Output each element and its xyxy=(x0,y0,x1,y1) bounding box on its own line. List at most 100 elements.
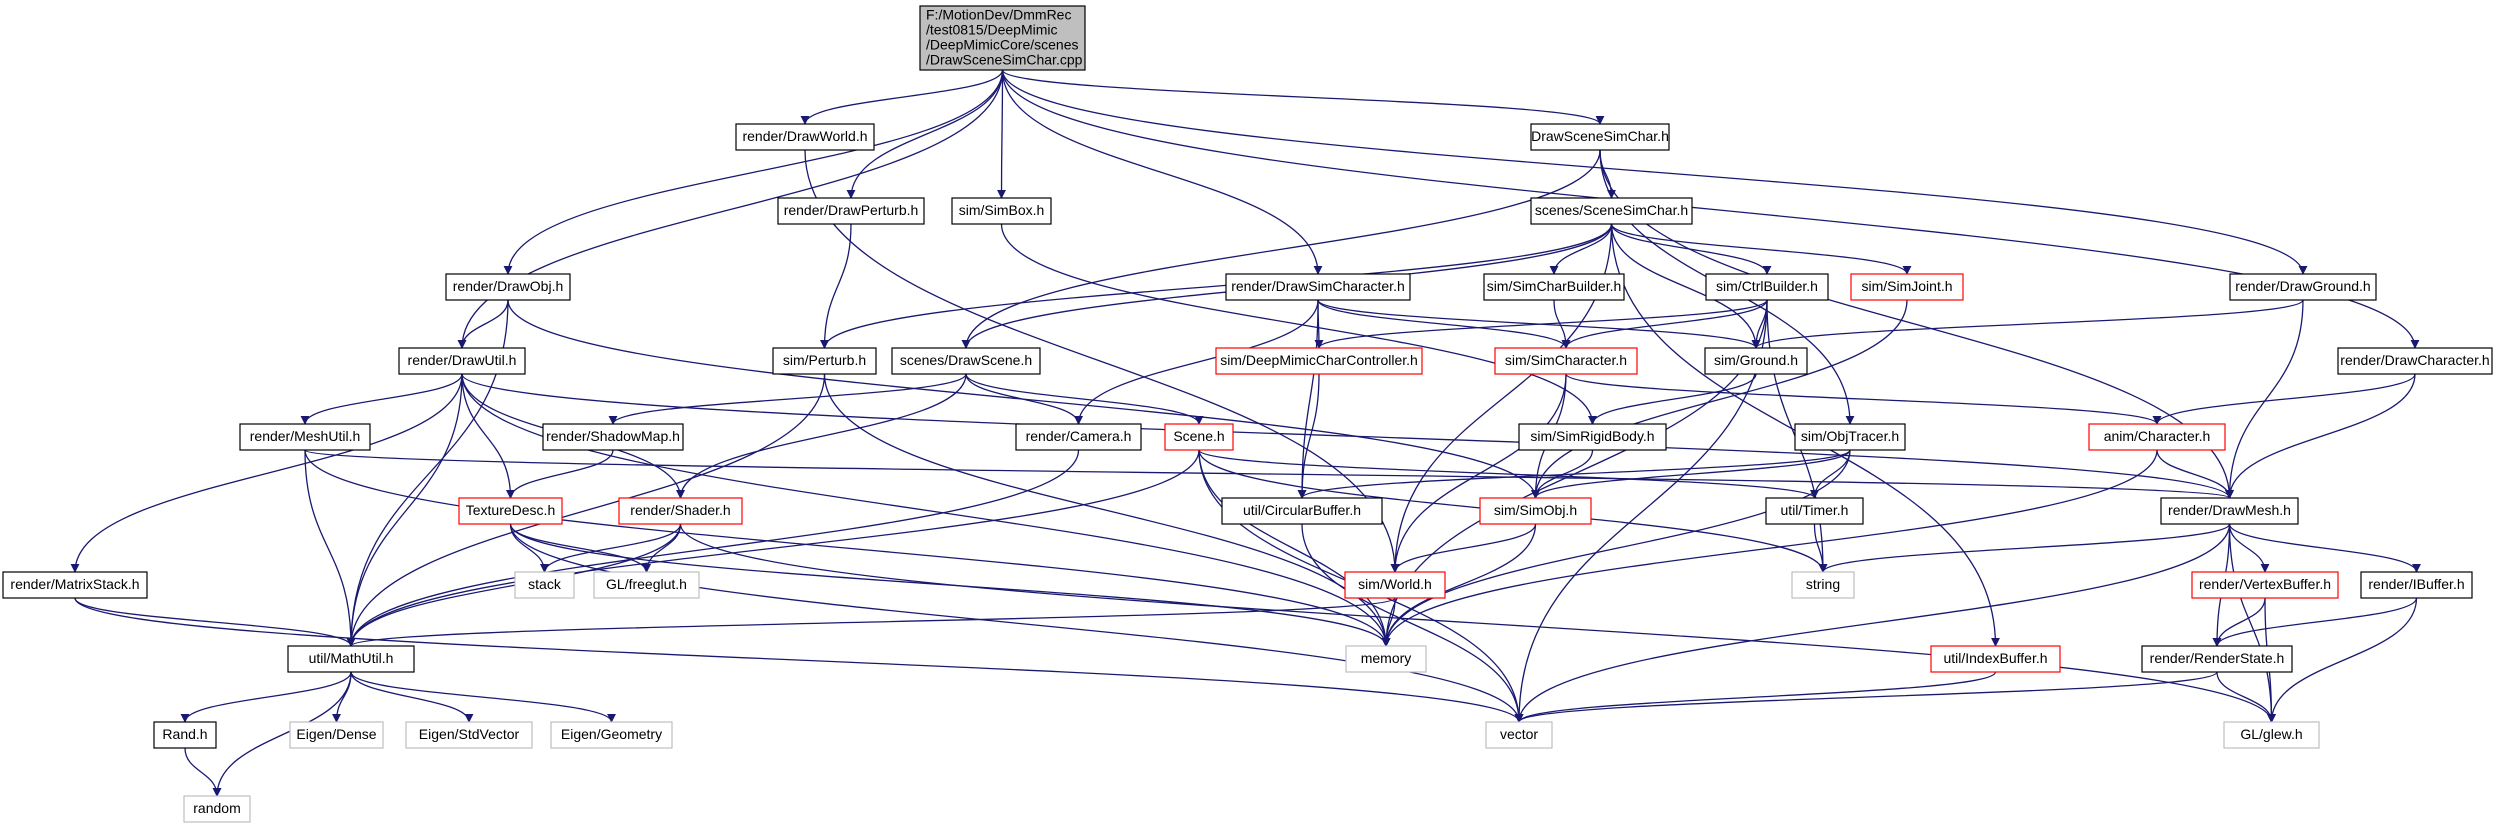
node-box xyxy=(2088,423,2226,451)
node-render-drawsimcharacter[interactable]: render/DrawSimCharacter.h xyxy=(1225,273,1411,301)
node-sim-objtracer[interactable]: sim/ObjTracer.h xyxy=(1794,423,1906,451)
node-box xyxy=(593,571,700,599)
node-label: render/MeshUtil.h xyxy=(250,428,361,444)
node-texturedesc[interactable]: TextureDesc.h xyxy=(458,497,563,525)
node-sim-ctrlbuilder[interactable]: sim/CtrlBuilder.h xyxy=(1705,273,1829,301)
node-label: scenes/DrawScene.h xyxy=(900,352,1032,368)
node-box xyxy=(514,571,575,599)
node-box xyxy=(2,571,148,599)
node-util-indexbuffer[interactable]: util/IndexBuffer.h xyxy=(1930,645,2061,673)
node-render-drawobj[interactable]: render/DrawObj.h xyxy=(445,273,571,301)
node-render-shader[interactable]: render/Shader.h xyxy=(618,497,743,525)
node-render-camera[interactable]: render/Camera.h xyxy=(1015,423,1142,451)
edge-drawscenesimchar_h-to-scenes_drawscene xyxy=(961,149,1601,349)
node-label: render/DrawObj.h xyxy=(453,278,564,294)
edge-sim_ground-to-sim_simrigidbody xyxy=(1588,373,1757,425)
edge-scenes_scenesimchar-to-sim_perturb xyxy=(820,223,1613,349)
node-sim-simrigidbody[interactable]: sim/SimRigidBody.h xyxy=(1518,423,1667,451)
node-util-circularbuffer[interactable]: util/CircularBuffer.h xyxy=(1221,497,1383,525)
edge-scenes_scenesimchar-to-sim_ctrlbuilder xyxy=(1610,223,1772,275)
node-drawscenesimchar-h[interactable]: DrawSceneSimChar.h xyxy=(1530,123,1670,151)
node-render-meshutil[interactable]: render/MeshUtil.h xyxy=(239,423,371,451)
node-sim-simcharbuilder[interactable]: sim/SimCharBuilder.h xyxy=(1483,273,1625,301)
edge-render_drawsimcharacter-to-render_camera xyxy=(1074,299,1319,425)
edge-render_ibuffer-to-render_renderstate xyxy=(2212,597,2418,647)
node-sim-simcharacter[interactable]: sim/SimCharacter.h xyxy=(1494,347,1638,375)
node-sim-simjoint[interactable]: sim/SimJoint.h xyxy=(1850,273,1964,301)
node-label: Scene.h xyxy=(1173,428,1224,444)
edge-render_renderstate-to-vector xyxy=(1514,671,2218,723)
edge-render_drawsimcharacter-to-sim_simcharacter xyxy=(1317,299,1571,349)
node-render-shadowmap[interactable]: render/ShadowMap.h xyxy=(542,423,684,451)
node-sim-perturb[interactable]: sim/Perturb.h xyxy=(772,347,877,375)
edge-render_drawperturb-to-sim_perturb xyxy=(820,223,852,349)
node-sim-deepmimiccharcontroller[interactable]: sim/DeepMimicCharController.h xyxy=(1215,347,1423,375)
node-box xyxy=(891,347,1041,375)
node-scenes-drawscene[interactable]: scenes/DrawScene.h xyxy=(891,347,1041,375)
node-util-mathutil[interactable]: util/MathUtil.h xyxy=(287,645,415,673)
edge-render_meshutil-to-render_drawmesh xyxy=(304,449,2234,499)
edge-render_drawground-to-sim_ground xyxy=(1751,299,2304,349)
node-label: render/DrawWorld.h xyxy=(742,128,867,144)
edge-util_mathutil-to-eigen_dense xyxy=(332,671,352,723)
node-box xyxy=(1344,571,1446,599)
node-render-drawperturb[interactable]: render/DrawPerturb.h xyxy=(777,197,925,225)
node-rand-h[interactable]: Rand.h xyxy=(153,721,217,749)
node-label: sim/SimCharBuilder.h xyxy=(1487,278,1622,294)
node-label: sim/Perturb.h xyxy=(783,352,866,368)
edge-root-to-sim_simbox xyxy=(997,69,1007,199)
node-box xyxy=(1850,273,1964,301)
edge-sim_simcharacter-to-anim_character xyxy=(1565,373,2162,425)
node-box xyxy=(1930,645,2061,673)
node-string: string xyxy=(1791,571,1855,599)
node-label: scenes/SceneSimChar.h xyxy=(1535,202,1688,218)
node-scenes-scenesimchar[interactable]: scenes/SceneSimChar.h xyxy=(1530,197,1693,225)
node-box xyxy=(1225,273,1411,301)
node-util-timer[interactable]: util/Timer.h xyxy=(1765,497,1864,525)
edge-sim_world-to-util_mathutil xyxy=(346,597,1396,647)
node-label: /DeepMimicCore/scenes xyxy=(926,37,1079,53)
node-anim-character[interactable]: anim/Character.h xyxy=(2088,423,2226,451)
node-box xyxy=(1015,423,1142,451)
node-render-drawground[interactable]: render/DrawGround.h xyxy=(2229,273,2377,301)
node-label: Eigen/StdVector xyxy=(419,726,520,742)
node-render-vertexbuffer[interactable]: render/VertexBuffer.h xyxy=(2191,571,2339,599)
node-render-matrixstack[interactable]: render/MatrixStack.h xyxy=(2,571,148,599)
node-scene-h[interactable]: Scene.h xyxy=(1164,423,1234,451)
node-label: /test0815/DeepMimic xyxy=(926,22,1058,38)
edge-root-to-render_drawsimcharacter xyxy=(1001,69,1323,275)
node-box xyxy=(2141,645,2293,673)
node-label: render/DrawGround.h xyxy=(2235,278,2370,294)
edge-root-to-drawscenesimchar_h xyxy=(1001,69,1605,125)
node-label: render/RenderState.h xyxy=(2150,650,2285,666)
node-label: render/DrawUtil.h xyxy=(408,352,517,368)
edge-scenes_scenesimchar-to-sim_simjoint xyxy=(1610,223,1912,275)
node-box xyxy=(550,721,673,749)
node-render-drawmesh[interactable]: render/DrawMesh.h xyxy=(2160,497,2299,525)
node-sim-simbox[interactable]: sim/SimBox.h xyxy=(951,197,1052,225)
node-label: vector xyxy=(1500,726,1538,742)
node-label: sim/SimBox.h xyxy=(959,202,1045,218)
edge-render_drawground-to-render_drawmesh xyxy=(2225,299,2304,499)
node-render-drawcharacter[interactable]: render/DrawCharacter.h xyxy=(2337,347,2493,375)
node-root[interactable]: F:/MotionDev/DmmRec/test0815/DeepMimic/D… xyxy=(919,5,1086,71)
edge-render_matrixstack-to-util_mathutil xyxy=(74,597,356,647)
node-render-renderstate[interactable]: render/RenderState.h xyxy=(2141,645,2293,673)
node-box xyxy=(1221,497,1383,525)
node-box xyxy=(2337,347,2493,375)
node-render-drawworld[interactable]: render/DrawWorld.h xyxy=(735,123,875,151)
node-label: memory xyxy=(1361,650,1412,666)
node-sim-ground[interactable]: sim/Ground.h xyxy=(1704,347,1808,375)
edge-sim_simobj-to-memory xyxy=(1381,523,1537,647)
node-sim-world[interactable]: sim/World.h xyxy=(1344,571,1446,599)
node-stack: stack xyxy=(514,571,575,599)
edge-root-to-render_drawcharacter xyxy=(1001,69,2420,349)
node-memory: memory xyxy=(1345,645,1427,673)
node-render-drawutil[interactable]: render/DrawUtil.h xyxy=(398,347,526,375)
node-render-ibuffer[interactable]: render/IBuffer.h xyxy=(2360,571,2473,599)
edge-sim_perturb-to-util_mathutil xyxy=(346,373,826,647)
node-sim-simobj[interactable]: sim/SimObj.h xyxy=(1479,497,1592,525)
edge-scene_h-to-memory xyxy=(1198,449,1391,647)
edge-sim_objtracer-to-util_circularbuffer xyxy=(1297,449,1851,499)
